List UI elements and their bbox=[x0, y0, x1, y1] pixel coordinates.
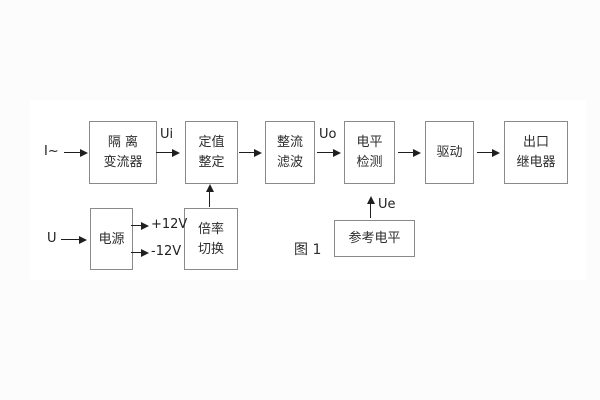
block-isolation-converter-line1: 隔 离 bbox=[107, 135, 139, 150]
block-isolation-converter: 隔 离 变流器 bbox=[89, 121, 157, 184]
label-input-current: I~ bbox=[44, 144, 59, 159]
label-plus-12v: +12V bbox=[151, 217, 188, 232]
block-output-relay-line2: 继电器 bbox=[516, 155, 556, 170]
block-ratio-switch-line2: 切换 bbox=[197, 241, 224, 257]
arrow-ui bbox=[156, 148, 180, 157]
label-uo: Uo bbox=[319, 127, 337, 142]
block-output-relay-line1: 出口 bbox=[522, 135, 549, 150]
block-level-detect: 电平 检测 bbox=[344, 121, 395, 184]
arrow-input-voltage bbox=[61, 235, 87, 244]
arrow-driver-to-relay bbox=[477, 148, 500, 157]
arrow-plus-12v bbox=[131, 221, 149, 230]
block-rectifier-filter: 整流 滤波 bbox=[265, 121, 315, 184]
label-ue: Ue bbox=[378, 197, 396, 212]
block-power-supply-line1: 电源 bbox=[98, 231, 125, 247]
block-reference-level: 参考电平 bbox=[334, 220, 415, 257]
block-ratio-switch: 倍率 切换 bbox=[184, 208, 238, 270]
figure-caption: 图 1 bbox=[294, 242, 322, 258]
block-level-detect-line1: 电平 bbox=[356, 135, 383, 150]
block-ratio-switch-line1: 倍率 bbox=[197, 221, 224, 237]
arrow-setpoint-to-rectifier bbox=[239, 148, 262, 157]
block-reference-level-line1: 参考电平 bbox=[348, 231, 401, 246]
block-setpoint-adjust-line2: 整定 bbox=[198, 155, 225, 170]
block-driver-line1: 驱动 bbox=[436, 145, 463, 160]
block-setpoint-adjust: 定值 整定 bbox=[185, 121, 238, 184]
label-input-voltage: U bbox=[47, 231, 57, 246]
block-level-detect-line2: 检测 bbox=[356, 155, 383, 170]
arrow-input-current bbox=[64, 148, 88, 157]
block-isolation-converter-line2: 变流器 bbox=[103, 155, 143, 170]
arrow-uo bbox=[317, 148, 341, 157]
arrow-ue bbox=[366, 196, 375, 218]
arrow-detect-to-driver bbox=[398, 148, 421, 157]
arrow-minus-12v bbox=[131, 248, 149, 257]
block-driver: 驱动 bbox=[425, 121, 474, 184]
block-setpoint-adjust-line1: 定值 bbox=[198, 135, 225, 150]
block-rectifier-filter-line2: 滤波 bbox=[276, 155, 303, 170]
arrow-ratio-to-setpoint bbox=[205, 184, 214, 207]
label-minus-12v: -12V bbox=[151, 244, 182, 259]
block-rectifier-filter-line1: 整流 bbox=[276, 135, 303, 150]
label-ui: Ui bbox=[160, 127, 174, 142]
block-output-relay: 出口 继电器 bbox=[504, 121, 568, 184]
block-power-supply: 电源 bbox=[90, 208, 133, 270]
